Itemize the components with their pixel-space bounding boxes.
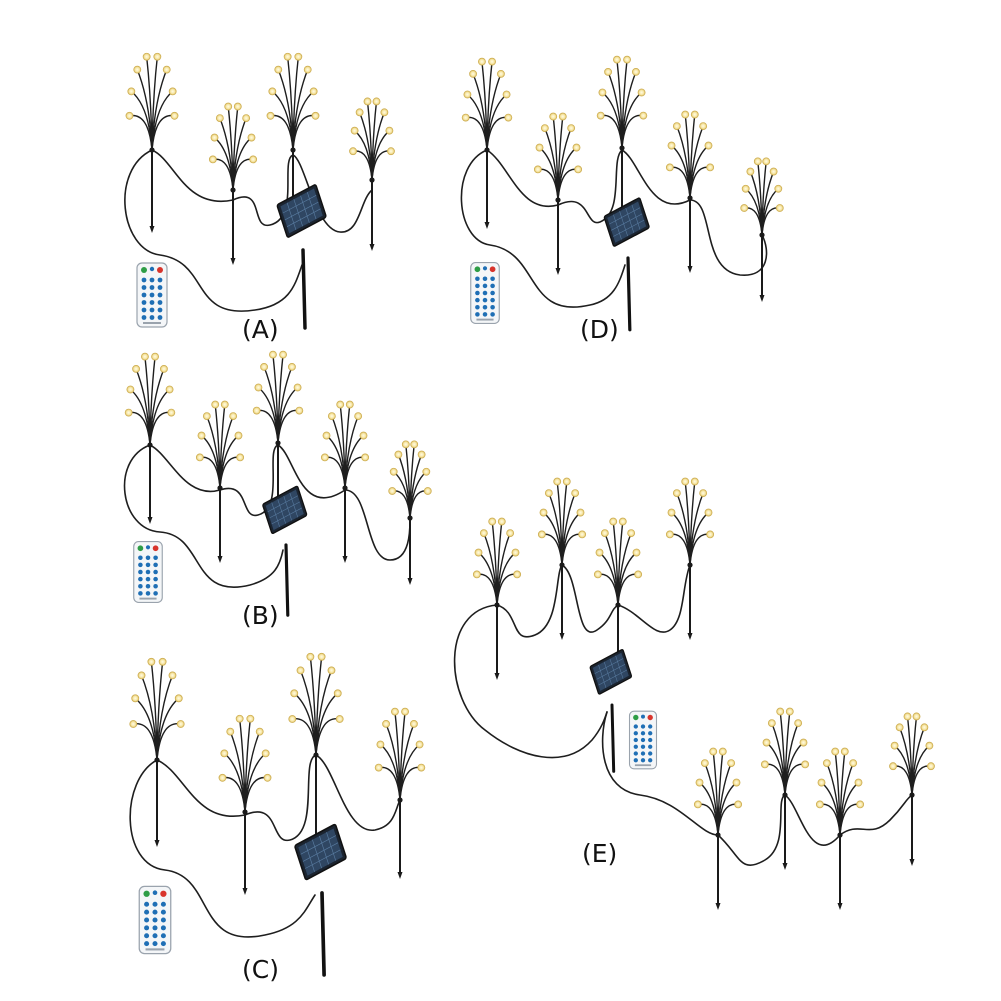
- firework-light-icon: [472, 517, 522, 680]
- firework-light-icon: [195, 400, 245, 563]
- remote-control-icon: [138, 885, 172, 955]
- variant-b-link-2: [219, 444, 279, 517]
- firework-light-icon: [693, 747, 743, 910]
- figure-label-a: (A): [242, 315, 279, 344]
- variant-b-fireworks: [124, 350, 432, 585]
- remote-control-icon: [470, 262, 500, 324]
- variant-b-cable: [123, 444, 284, 588]
- variant-e-bottom-link-1: [717, 794, 786, 866]
- firework-light-icon: [889, 712, 935, 866]
- variant-d-link-1: [486, 149, 559, 208]
- solar-panel-icon: [589, 649, 633, 773]
- solar-panel-icon: [262, 485, 308, 617]
- variant-d: (D): [460, 55, 784, 344]
- firework-light-icon: [665, 477, 715, 640]
- variant-a-fireworks: [125, 52, 395, 265]
- firework-light-icon: [266, 52, 320, 233]
- variant-e-cable-bottom: [601, 711, 719, 836]
- firework-light-icon: [815, 747, 865, 910]
- variant-c-fireworks: [129, 652, 426, 895]
- variant-d-cable: [460, 149, 626, 308]
- variant-b: (B): [123, 350, 432, 630]
- variant-a-link-3: [292, 154, 373, 233]
- firework-light-icon: [208, 102, 258, 265]
- variant-b-link-3: [277, 444, 346, 499]
- variant-e-top-link-2: [561, 564, 619, 633]
- variant-a: (A): [124, 52, 395, 344]
- remote-control-icon: [628, 710, 658, 770]
- solar-panel-icon: [603, 197, 650, 332]
- variant-e-bottom-link-2: [784, 794, 841, 846]
- variant-c-cable: [129, 759, 316, 938]
- figure-label-d: (D): [580, 315, 619, 344]
- firework-light-icon: [349, 97, 395, 251]
- variant-a-link-1: [151, 149, 234, 203]
- variant-d-link-2: [557, 149, 623, 224]
- firework-light-icon: [320, 400, 370, 563]
- solar-panel-icon: [294, 823, 347, 977]
- variant-c-link-1: [156, 759, 246, 818]
- variant-c-link-2: [244, 754, 317, 842]
- solar-panel-icon: [276, 184, 327, 330]
- firework-light-icon: [461, 57, 513, 229]
- figure-label-e: (E): [582, 839, 617, 868]
- variant-a-link-2: [232, 154, 294, 227]
- variant-e: (E): [453, 477, 935, 910]
- figure-label-b: (B): [242, 601, 279, 630]
- variant-b-link-1: [149, 444, 221, 493]
- variant-b-link-4: [344, 489, 411, 561]
- firework-light-icon: [288, 652, 344, 842]
- variant-d-fireworks: [461, 55, 784, 302]
- variant-e-cable-top: [453, 604, 608, 759]
- firework-light-icon: [537, 477, 587, 640]
- firework-light-icon: [129, 657, 185, 847]
- variant-e-bottom-link-3: [839, 794, 913, 836]
- remote-control-icon: [133, 541, 163, 603]
- variant-c-link-3: [315, 754, 401, 831]
- variant-e-fireworks: [472, 477, 935, 910]
- variant-e-top-link-3: [617, 564, 691, 633]
- variant-c: (C): [129, 652, 426, 984]
- firework-light-icon: [740, 157, 784, 302]
- variant-e-top-link-1: [496, 564, 563, 638]
- remote-control-icon: [136, 262, 168, 328]
- figure-label-c: (C): [242, 955, 279, 984]
- firework-light-icon: [125, 52, 179, 233]
- firework-light-icon: [533, 112, 583, 275]
- variant-d-link-3: [621, 149, 691, 205]
- firework-light-icon: [218, 714, 272, 895]
- firework-light-icon: [374, 707, 426, 879]
- variant-d-link-4: [689, 199, 768, 276]
- firework-light-icon: [665, 110, 715, 273]
- firework-light-icon: [124, 352, 176, 524]
- variant-a-cable: [124, 149, 303, 312]
- firework-light-icon: [388, 440, 432, 585]
- firework-light-icon: [760, 707, 810, 870]
